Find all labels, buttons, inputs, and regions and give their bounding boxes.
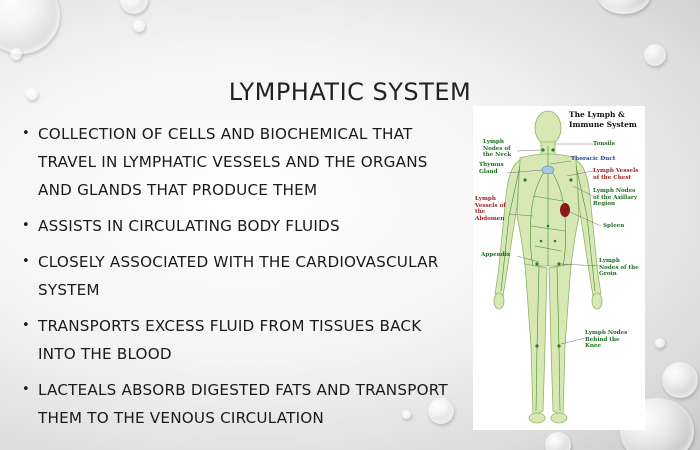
- label-thymus-gland: Thymus Gland: [479, 162, 504, 175]
- label-neck-nodes: Lymph Nodes of the Neck: [483, 139, 512, 159]
- label-chest-vessels: Lymph Vessels of the Chest: [593, 168, 639, 181]
- water-drop-decoration: [662, 362, 698, 398]
- lymph-system-figure: The Lymph & Immune System Lymph Nodes of…: [473, 106, 645, 430]
- slide-title: LYMPHATIC SYSTEM: [228, 78, 472, 106]
- water-drop-decoration: [598, 0, 650, 14]
- water-drop-decoration: [545, 432, 571, 450]
- bullet-dot-icon: •: [22, 218, 30, 233]
- bullet-dot-icon: •: [22, 126, 30, 141]
- water-drop-decoration: [10, 48, 22, 60]
- bullet-dot-icon: •: [22, 318, 30, 333]
- label-tonsils: Tonsils: [593, 141, 615, 147]
- bullet-dot-icon: •: [22, 254, 30, 269]
- bullet-item: • CLOSELY ASSOCIATED WITH THE CARDIOVASCU…: [22, 248, 452, 304]
- water-drop-decoration: [428, 398, 454, 424]
- bullet-text: ASSISTS IN CIRCULATING BODY FLUIDS: [38, 217, 340, 235]
- bullet-list: • COLLECTION OF CELLS AND BIOCHEMICAL THA…: [22, 120, 452, 440]
- water-drop-decoration: [644, 44, 666, 66]
- water-drop-decoration: [133, 20, 145, 32]
- bullet-item: • LACTEALS ABSORB DIGESTED FATS AND TRANS…: [22, 376, 452, 432]
- body-illustration: [493, 110, 603, 424]
- bullet-item: • ASSISTS IN CIRCULATING BODY FLUIDS: [22, 212, 452, 240]
- bullet-text: CLOSELY ASSOCIATED WITH THE CARDIOVASCUL…: [38, 253, 439, 299]
- label-knee-nodes: Lymph Nodes Behind the Knee: [585, 330, 628, 350]
- water-drop-decoration: [120, 0, 148, 14]
- label-spleen: Spleen: [603, 223, 625, 229]
- bullet-text: TRANSPORTS EXCESS FLUID FROM TISSUES BAC…: [38, 317, 422, 363]
- bullet-text: COLLECTION OF CELLS AND BIOCHEMICAL THAT…: [38, 125, 428, 199]
- water-drop-decoration: [26, 88, 38, 100]
- bullet-text: LACTEALS ABSORB DIGESTED FATS AND TRANSP…: [38, 381, 448, 427]
- label-abdomen-vessels: Lymph Vessels of the Abdomen: [475, 196, 506, 222]
- label-groin-nodes: Lymph Nodes of the Groin: [599, 258, 639, 278]
- water-drop-decoration: [402, 410, 411, 419]
- bullet-item: • TRANSPORTS EXCESS FLUID FROM TISSUES BA…: [22, 312, 452, 368]
- bullet-item: • COLLECTION OF CELLS AND BIOCHEMICAL THA…: [22, 120, 452, 204]
- water-drop-decoration: [0, 0, 60, 54]
- bullet-dot-icon: •: [22, 382, 30, 397]
- label-thoracic-duct: Thoracic Duct: [571, 156, 616, 162]
- label-axillary-nodes: Lymph Nodes of the Axillary Region: [593, 188, 638, 208]
- figure-title: The Lymph & Immune System: [569, 110, 637, 129]
- label-appendix: Appendix: [481, 252, 511, 258]
- water-drop-decoration: [655, 338, 665, 348]
